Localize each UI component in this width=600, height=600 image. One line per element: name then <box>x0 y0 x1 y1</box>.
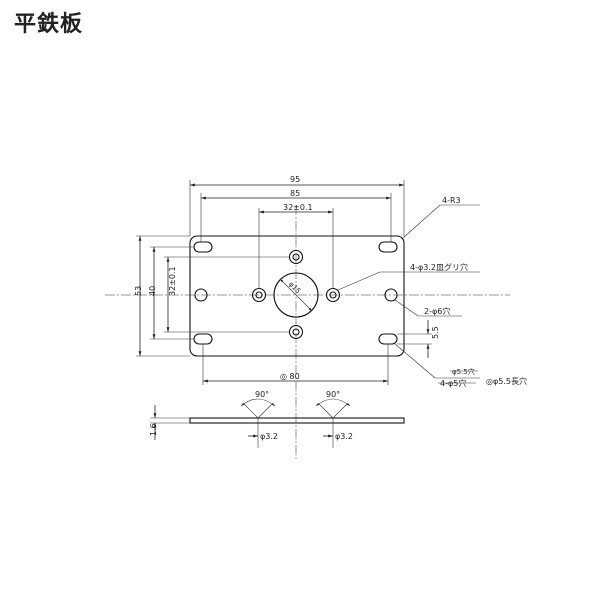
countersink-hole-right-inner <box>329 291 337 299</box>
angle-right: 90° <box>326 390 340 399</box>
countersink-hole-top-inner <box>292 253 300 261</box>
dim-85: 85 <box>290 189 300 198</box>
dim-32v: 32±0.1 <box>168 266 177 296</box>
angle-arc-left <box>240 398 276 407</box>
slot-hole-top-right <box>378 241 398 253</box>
dim-hole-right: φ3.2 <box>335 432 353 441</box>
countersink-hole-top <box>288 249 304 265</box>
countersink-hole-left-inner <box>255 291 263 299</box>
dim-5-5: 5.5 <box>431 326 440 339</box>
note-new-hole: ◎φ5.5長穴 <box>486 376 527 386</box>
dim-32: 32±0.1 <box>283 203 313 212</box>
note-hole6: 2-φ6穴 <box>424 306 450 316</box>
note-old-hole-top: φ5.5穴 <box>452 367 475 376</box>
note-r3: 4-R3 <box>442 196 461 205</box>
cs-angle-right-b <box>332 403 348 419</box>
leader-hole6 <box>394 299 419 317</box>
plate-outline <box>189 235 405 357</box>
side-hole-left <box>194 288 208 302</box>
leader-slot <box>394 343 436 379</box>
dim-hole-left: φ3.2 <box>260 432 278 441</box>
center-hole-diameter-line <box>279 278 313 312</box>
page-title: 平鉄板 <box>14 12 84 37</box>
slot-hole-bottom-right <box>378 333 398 345</box>
plate-side-view <box>189 417 405 424</box>
cs-angle-left-b <box>257 403 273 419</box>
cs-angle-left-a <box>243 403 259 419</box>
dim-40: 40 <box>148 286 157 296</box>
cs-angle-right-a <box>318 403 334 419</box>
countersink-hole-left <box>251 287 267 303</box>
leader-countersink <box>337 271 381 291</box>
angle-left: 90° <box>255 390 269 399</box>
dim-95: 95 <box>290 175 300 184</box>
countersink-hole-bottom <box>288 324 304 340</box>
dim-53: 53 <box>134 286 143 296</box>
side-hole-right <box>384 288 398 302</box>
slot-hole-top-left <box>193 241 213 253</box>
countersink-hole-right <box>325 287 341 303</box>
angle-arc-right <box>315 398 351 407</box>
note-countersink: 4-φ3.2皿グリ穴 <box>410 262 468 272</box>
leader-r3 <box>402 204 441 239</box>
countersink-hole-bottom-inner <box>292 328 300 336</box>
center-hole <box>273 272 319 318</box>
center-hole-label: φ15 <box>287 280 302 295</box>
dim-thickness: 1.6 <box>149 423 158 436</box>
slot-hole-bottom-left <box>193 333 213 345</box>
dim-80: ◎ 80 <box>280 372 300 381</box>
